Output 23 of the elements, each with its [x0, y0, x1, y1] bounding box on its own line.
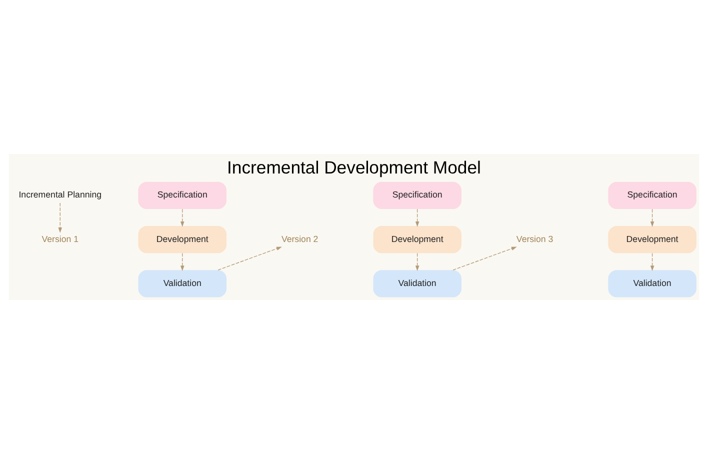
- node-box: Validation: [373, 270, 462, 298]
- arrow: [650, 252, 654, 272]
- node-box: Specification: [138, 182, 226, 209]
- node-box: Specification: [373, 182, 462, 209]
- node-text: Version 1: [42, 234, 79, 244]
- node-text: Version 3: [516, 234, 554, 244]
- arrow: [415, 252, 420, 272]
- node-box: Validation: [608, 270, 696, 298]
- node-box: Specification: [608, 182, 696, 209]
- node-box: Development: [138, 226, 226, 254]
- arrow: [180, 208, 184, 227]
- arrow: [58, 202, 62, 233]
- arrow: [650, 208, 654, 227]
- arrow: [415, 208, 420, 227]
- node-box: Development: [373, 226, 462, 254]
- node-text: Version 2: [281, 234, 318, 244]
- node-box: Development: [608, 226, 696, 254]
- arrow: [180, 252, 184, 272]
- node-box: Validation: [138, 270, 226, 298]
- diagram-title: Incremental Development Model: [227, 158, 481, 178]
- arrow: [218, 246, 282, 270]
- node-text: Incremental Planning: [18, 190, 102, 200]
- arrow: [452, 246, 517, 270]
